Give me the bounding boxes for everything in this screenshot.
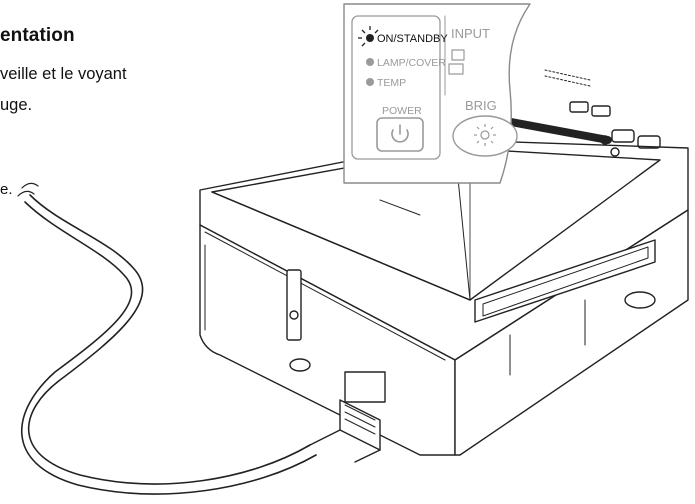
sun-icon [474, 124, 496, 146]
indicator-light-icon [366, 34, 374, 42]
callout-pointer [496, 116, 612, 144]
on-standby-label: ON/STANDBY [377, 33, 448, 45]
temp-label: TEMP [377, 77, 406, 89]
control-panel-inset [343, 3, 531, 184]
section-heading: entation [0, 25, 75, 46]
power-cord [17, 182, 317, 495]
power-icon [391, 124, 409, 143]
lamp-cover-light-icon [366, 58, 374, 66]
instruction-line-3: e. [0, 181, 13, 198]
temp-light-icon [366, 78, 374, 86]
lamp-cover-label: LAMP/COVER [377, 57, 446, 69]
power-label: POWER [382, 105, 422, 117]
power-plug [309, 371, 386, 463]
instruction-line-2: uge. [0, 96, 33, 114]
instruction-line-1: veille et le voyant [0, 65, 127, 83]
projector-body [199, 69, 689, 456]
input-label: INPUT [451, 26, 490, 41]
brightness-label: BRIG [465, 98, 497, 113]
blinking-rays-icon [358, 26, 379, 47]
